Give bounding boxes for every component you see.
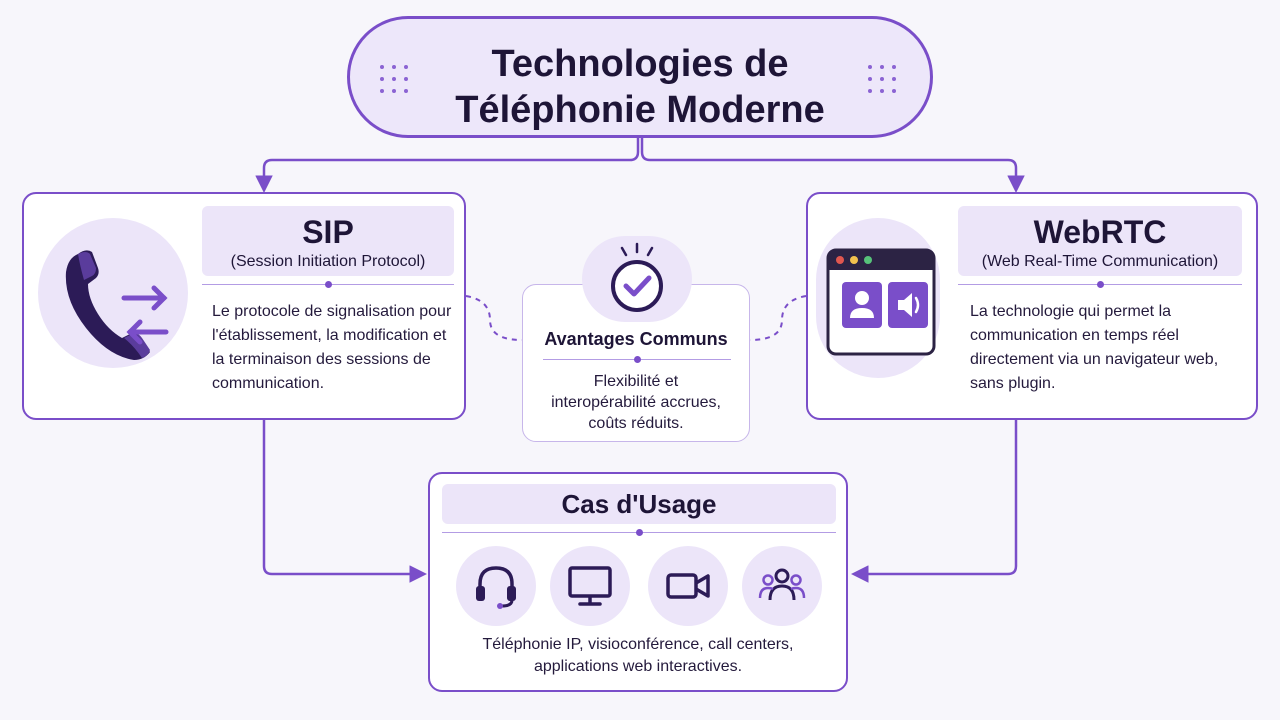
advantages-text-line: interopérabilité accrues, [551,394,721,411]
webrtc-description-line: communication en temps réel [970,327,1179,344]
browser-window-icon [826,248,936,356]
video-camera-icon-circle [648,546,728,626]
dashed-link-sip-advantages [465,295,523,341]
connector-title-webrtc [640,138,1025,193]
title-line-2: Téléphonie Moderne [455,89,825,131]
sip-card: SIP (Session Initiation Protocol) Le pro… [22,192,466,420]
webrtc-card: WebRTC (Web Real-Time Communication) La … [806,192,1258,420]
group-icon [758,568,806,601]
advantages-text-line: coûts réduits. [588,415,684,432]
webrtc-icon-circle [816,218,940,378]
advantages-text: Flexibilité et interopérabilité accrues,… [523,371,749,434]
headset-icon [476,566,516,609]
sip-icon-circle [38,218,188,368]
title-banner: Technologies de Téléphonie Moderne [347,16,933,138]
monitor-icon [568,566,612,606]
webrtc-description: La technologie qui permet la communicati… [970,300,1250,396]
checkmark-circle-icon [611,242,663,312]
dashed-link-webrtc-advantages [749,295,807,341]
webrtc-header: WebRTC (Web Real-Time Communication) [958,206,1242,276]
webrtc-divider [958,281,1242,288]
advantages-title: Avantages Communs [544,329,728,349]
sip-description: Le protocole de signalisation pour l'éta… [212,300,462,396]
title-line-1: Technologies de [491,43,789,85]
use-cases-title: Cas d'Usage [561,489,717,519]
use-cases-text: Téléphonie IP, visioconférence, call cen… [430,634,846,678]
decorative-dots-right [868,65,900,97]
sip-description-line: la terminaison des sessions de [212,351,431,368]
phone-handset-icon [65,250,169,360]
use-cases-text-line: applications web interactives. [533,658,743,675]
sip-title: SIP [302,214,354,250]
connector-webrtc-usecases [851,420,1018,583]
use-cases-header: Cas d'Usage [442,484,836,524]
webrtc-subtitle: (Web Real-Time Communication) [981,253,1219,270]
video-camera-icon [666,573,710,599]
monitor-icon-circle [550,546,630,626]
use-cases-text-line: Téléphonie IP, visioconférence, call cen… [482,636,794,653]
use-cases-card: Cas d'Usage [428,472,848,692]
webrtc-description-line: directement via un navigateur web, [970,351,1219,368]
sip-header: SIP (Session Initiation Protocol) [202,206,454,276]
advantages-divider [543,356,731,363]
headset-icon-circle [456,546,536,626]
advantages-text-line: Flexibilité et [593,373,679,390]
use-cases-divider [442,529,836,536]
webrtc-description-line: sans plugin. [970,375,1056,392]
webrtc-title: WebRTC [1033,214,1167,250]
sip-divider [202,281,454,288]
sip-description-line: communication. [212,375,325,392]
webrtc-description-line: La technologie qui permet la [970,303,1172,320]
sip-subtitle: (Session Initiation Protocol) [230,253,426,270]
sip-description-line: Le protocole de signalisation pour [212,303,452,320]
decorative-dots-left [380,65,412,97]
page-title: Technologies de Téléphonie Moderne [350,41,930,133]
connector-sip-usecases [262,420,427,583]
group-icon-circle [742,546,822,626]
sip-description-line: l'établissement, la modification et [212,327,447,344]
connector-title-sip [255,138,640,193]
